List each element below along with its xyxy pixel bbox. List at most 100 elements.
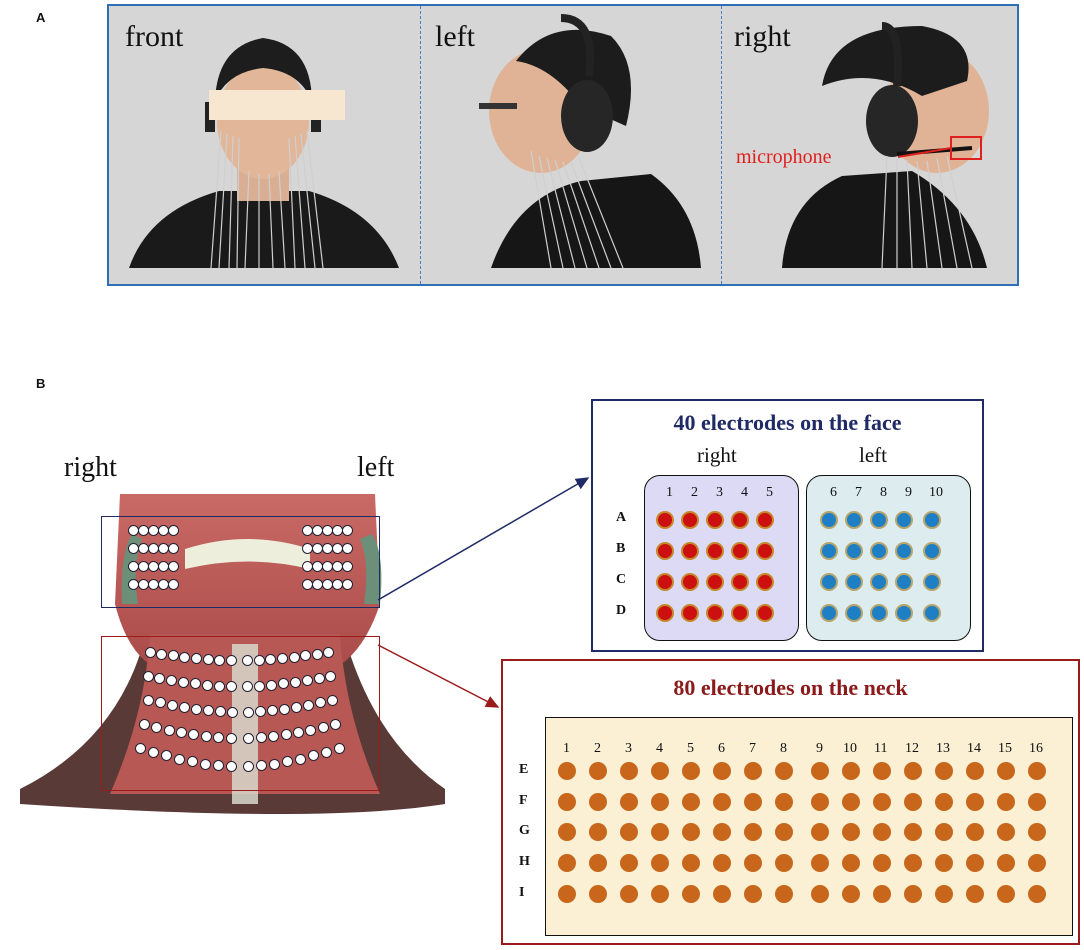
neck-electrode — [589, 823, 607, 841]
neck-electrode-marker — [277, 652, 288, 664]
neck-electrode — [1028, 854, 1046, 872]
face-electrode-left — [870, 511, 888, 529]
neck-column-number: 8 — [780, 741, 787, 756]
neck-electrode-marker — [212, 760, 224, 772]
neck-column-number: 5 — [687, 741, 694, 756]
face-electrode-left — [820, 573, 838, 591]
neck-electrode — [682, 793, 700, 811]
microphone-label: microphone — [736, 146, 832, 168]
neck-electrode-marker — [321, 746, 333, 758]
neck-electrode-marker — [138, 719, 150, 730]
neck-electrode — [1028, 793, 1046, 811]
neck-electrode — [775, 793, 793, 811]
neck-electrode-marker — [199, 758, 211, 770]
neck-electrode — [966, 793, 984, 811]
face-electrode-marker — [168, 543, 179, 554]
neck-electrode — [620, 823, 638, 841]
face-box-title: 40 electrodes on the face — [673, 410, 902, 435]
face-electrode-left — [870, 542, 888, 560]
face-electrode-left — [895, 573, 913, 591]
face-row-label: C — [616, 572, 627, 587]
neck-connector-arrow — [377, 644, 500, 708]
face-electrode-left — [923, 604, 941, 622]
neck-electrode — [935, 762, 953, 780]
neck-electrode-marker — [313, 673, 325, 685]
neck-electrode — [966, 854, 984, 872]
face-electrode-marker — [168, 525, 179, 536]
face-electrode-right — [756, 542, 774, 560]
neck-electrode — [775, 762, 793, 780]
neck-electrode — [904, 854, 922, 872]
neck-electrode-marker — [317, 721, 329, 733]
neck-electrode-marker — [202, 653, 214, 665]
neck-electrode-marker — [142, 671, 154, 682]
neck-electrode-marker — [167, 650, 179, 662]
neck-electrode-marker — [163, 724, 175, 736]
neck-electrode-marker — [243, 732, 255, 744]
neck-electrode-marker — [188, 729, 200, 741]
left-person-illustration — [479, 14, 701, 269]
face-electrode-marker — [342, 525, 353, 536]
neck-electrode — [997, 762, 1015, 780]
neck-row-label: F — [519, 793, 528, 808]
neck-electrode — [775, 854, 793, 872]
face-column-number: 6 — [830, 485, 837, 500]
photo-divider — [721, 6, 722, 284]
neck-electrode-marker — [277, 678, 289, 690]
face-electrode-right — [706, 573, 724, 591]
neck-electrode — [775, 885, 793, 903]
neck-region-outline — [101, 636, 380, 791]
neck-column-number: 12 — [905, 741, 919, 756]
neck-electrode — [1028, 762, 1046, 780]
neck-electrode-marker — [186, 756, 198, 768]
face-electrode-left — [923, 542, 941, 560]
face-electrode-right — [731, 573, 749, 591]
neck-electrode — [966, 885, 984, 903]
face-electrode-right — [706, 542, 724, 560]
neck-electrode-marker — [311, 648, 323, 660]
face-column-number: 9 — [905, 485, 912, 500]
neck-column-number: 11 — [874, 741, 888, 756]
neck-electrode — [682, 762, 700, 780]
neck-electrode — [620, 762, 638, 780]
neck-electrode-marker — [151, 721, 163, 733]
neck-electrode-marker — [160, 750, 172, 762]
neck-row-label: E — [519, 762, 529, 777]
neck-electrode — [873, 762, 891, 780]
face-row-label: B — [616, 541, 626, 556]
neck-electrode — [682, 854, 700, 872]
face-electrode-left — [895, 542, 913, 560]
neck-electrode-marker — [173, 753, 185, 765]
neck-electrode-marker — [166, 699, 178, 711]
neck-electrode — [651, 762, 669, 780]
neck-electrode-marker — [242, 654, 254, 666]
neck-electrode — [620, 793, 638, 811]
neck-electrode-marker — [255, 732, 267, 744]
neck-electrode-marker — [213, 680, 225, 692]
neck-electrode — [966, 823, 984, 841]
neck-electrode — [682, 885, 700, 903]
neck-electrode — [682, 823, 700, 841]
neck-electrode — [842, 885, 860, 903]
neck-electrode-marker — [323, 647, 335, 658]
neck-electrode — [713, 793, 731, 811]
neck-electrode-marker — [214, 706, 226, 718]
neck-electrode-marker — [282, 756, 294, 768]
left-caption: left — [435, 20, 475, 53]
neck-electrode — [589, 793, 607, 811]
neck-electrode — [713, 885, 731, 903]
photo-frame: front left — [107, 4, 1019, 286]
neck-electrode — [1028, 885, 1046, 903]
neck-electrode-marker — [279, 703, 291, 715]
right-view-photo: right microphone — [722, 6, 1017, 284]
neck-electrode — [651, 793, 669, 811]
neck-electrode-marker — [293, 727, 304, 739]
neck-electrode-marker — [254, 680, 266, 692]
face-electrode-left — [820, 604, 838, 622]
face-electrode-left — [845, 542, 863, 560]
neck-electrode — [966, 762, 984, 780]
neck-electrode-marker — [202, 705, 214, 717]
neck-box-title: 80 electrodes on the neck — [673, 675, 908, 700]
face-electrode-left — [845, 604, 863, 622]
